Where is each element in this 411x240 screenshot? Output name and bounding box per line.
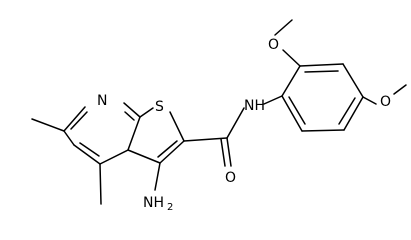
bond-c3-c3a <box>127 149 161 164</box>
bond-c6-n7 <box>63 106 86 132</box>
bond-ar6-ar1 <box>281 95 303 132</box>
bond-carbonyl-nh <box>226 107 245 139</box>
bond-ar4-ar5 <box>343 96 364 131</box>
bond-ar2-o-top <box>282 49 301 67</box>
bond-o-right-methyl <box>393 84 407 95</box>
bond-c3a-c4 <box>99 149 129 165</box>
atom-amide-oxygen: O <box>225 170 236 186</box>
bond-ar4-ar5-inner <box>338 97 356 125</box>
bond-c6-n7-inner <box>70 111 88 130</box>
bond-ar3-ar4 <box>342 63 364 98</box>
bond-carbonyl-o-second <box>220 138 226 167</box>
bond-c4-c5-inner <box>79 142 100 157</box>
chemical-structure: N S NH O NH 2 O O <box>31 19 407 213</box>
bond-ar5-ar6 <box>301 129 345 132</box>
bond-n7-c7a-inner <box>124 111 135 121</box>
bond-c5-c6 <box>63 130 75 146</box>
bond-c7a-s1 <box>139 107 154 118</box>
bond-c6-methyl <box>31 118 65 132</box>
bond-c3-amine <box>154 162 161 191</box>
bond-c4-c5 <box>73 144 101 165</box>
bond-c7a-c3a <box>127 116 141 151</box>
bond-carbonyl-o <box>226 137 232 167</box>
atom-amide-nh: NH <box>244 98 265 114</box>
bond-c2-c3-inner <box>157 140 178 158</box>
bond-ar1-ar2 <box>281 65 301 97</box>
bond-s1-c2 <box>169 111 185 142</box>
bond-nh-aryl <box>263 95 283 105</box>
atom-methoxy-oxygen-top: O <box>268 37 279 53</box>
atom-methoxy-oxygen-right: O <box>380 94 391 110</box>
bond-ar6-ar1-inner <box>288 96 306 125</box>
bond-ar2-ar3-inner <box>304 70 339 73</box>
atom-ring-nitrogen: N <box>97 93 107 109</box>
bond-layer <box>31 19 407 205</box>
bond-c2-c3 <box>159 140 185 164</box>
bond-o-top-methyl <box>274 19 293 36</box>
bond-c2-carbonyl <box>183 137 228 142</box>
bond-n7-c7a <box>123 102 141 118</box>
bond-ar4-o-right <box>362 96 377 105</box>
atom-amine-label: NH <box>143 195 164 211</box>
atom-labels: N S NH O NH 2 O O <box>97 37 391 213</box>
atom-amine-subscript: 2 <box>167 202 173 213</box>
atom-ring-sulfur: S <box>155 99 164 115</box>
bond-c4-methyl <box>99 163 102 205</box>
bond-ar2-ar3 <box>299 63 344 67</box>
